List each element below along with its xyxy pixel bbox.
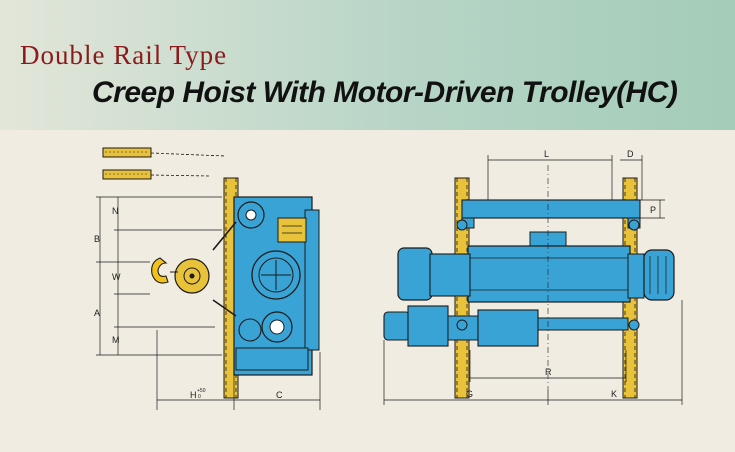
page-title: Creep Hoist With Motor-Driven Trolley(HC… (92, 76, 678, 109)
dim-label-K: K (611, 389, 617, 399)
dim-label-M: M (112, 335, 120, 345)
dim-label-D: D (627, 149, 634, 159)
hoist-front-view (383, 199, 675, 347)
left-dimension-chain (96, 196, 321, 410)
dim-label-C: C (276, 390, 283, 400)
title-banner: Double Rail Type Creep Hoist With Motor-… (0, 0, 735, 130)
dim-label-P: P (650, 205, 656, 215)
dim-label-N: N (112, 206, 119, 216)
dim-label-B: B (94, 234, 100, 244)
hook-block (151, 257, 210, 294)
dim-label-H-tol-lower: 0 (198, 394, 201, 400)
hoist-side-view (212, 196, 320, 376)
dim-label-H: H (190, 390, 197, 400)
dim-label-A: A (94, 308, 100, 318)
subtitle: Double Rail Type (20, 40, 228, 70)
right-dimension-chain (383, 155, 683, 405)
dim-label-H-tol-upper: +50 (197, 388, 206, 394)
dim-label-L: L (544, 149, 549, 159)
pendant-control (102, 147, 226, 180)
dim-label-G: G (466, 389, 473, 399)
dim-label-W: W (112, 272, 121, 282)
dim-label-R: R (545, 367, 552, 377)
